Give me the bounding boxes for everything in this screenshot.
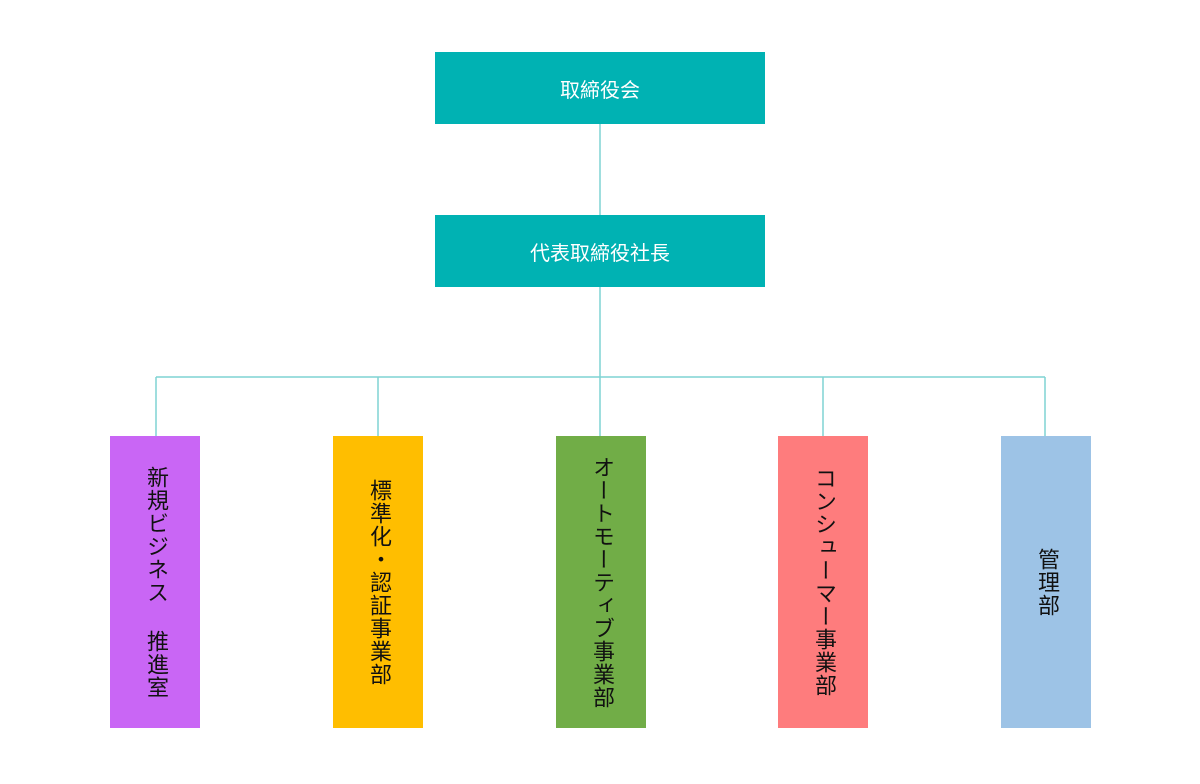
dept-box-administration: 管理部 [1001, 436, 1091, 728]
dept-box-consumer: コンシューマー事業部 [778, 436, 868, 728]
dept-box-new-business: 新規ビジネス 推進室 [110, 436, 200, 728]
dept-label-standardization: 標準化・認証事業部 [366, 478, 391, 686]
board-box: 取締役会 [435, 52, 765, 124]
dept-label-consumer: コンシューマー事業部 [811, 467, 836, 697]
dept-box-standardization: 標準化・認証事業部 [333, 436, 423, 728]
ceo-box: 代表取締役社長 [435, 215, 765, 287]
dept-box-automotive: オートモーティブ事業部 [556, 436, 646, 728]
dept-label-automotive: オートモーティブ事業部 [589, 455, 614, 709]
dept-label-new-business: 新規ビジネス 推進室 [143, 465, 168, 699]
board-label: 取締役会 [560, 77, 640, 102]
ceo-label: 代表取締役社長 [530, 240, 670, 265]
dept-label-administration: 管理部 [1034, 547, 1059, 617]
